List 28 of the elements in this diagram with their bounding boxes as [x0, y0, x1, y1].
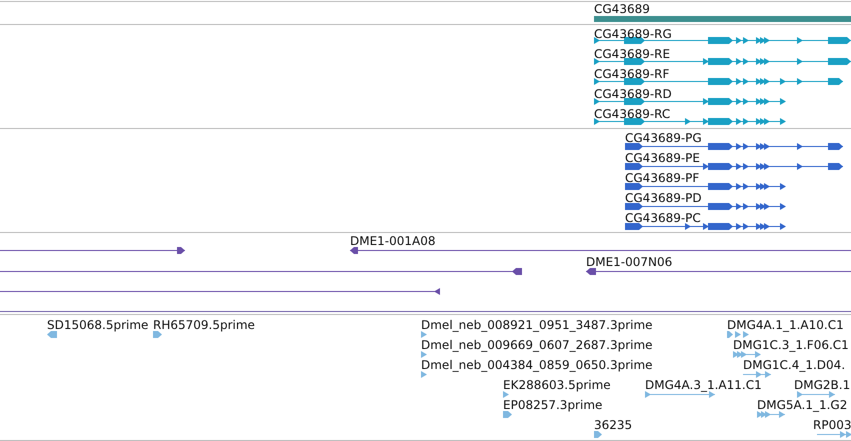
feature-label: Dmel_neb_009669_0607_2687.3prime — [421, 338, 653, 352]
feature-label: DMG2B.1 — [794, 378, 850, 392]
feature-label: CG43689-PG — [625, 131, 702, 145]
feature-label: DMG4A.1_1.A10.C1 — [727, 318, 844, 332]
feature-label: DME1-007N06 — [586, 255, 672, 269]
feature-label: DMG5A.1_1.G2 — [757, 398, 848, 412]
feature-label: Dmel_neb_004384_0859_0650.3prime — [421, 358, 653, 372]
feature-label: DME1-001A08 — [350, 234, 436, 248]
feature-label: CG43689-RC — [594, 107, 670, 121]
feature-label: CG43689-PE — [625, 151, 700, 165]
feature-label: RP003 — [813, 418, 851, 432]
feature-label: CG43689-RF — [594, 67, 670, 81]
feature-label: CG43689-RG — [594, 27, 672, 41]
feature-label: SD15068.5prime — [47, 318, 148, 332]
feature-label: CG43689 — [594, 2, 650, 16]
feature-label: CG43689-RE — [594, 47, 670, 61]
feature-label: Dmel_neb_008921_0951_3487.3prime — [421, 318, 653, 332]
feature-label: CG43689-PF — [625, 171, 700, 185]
feature-label: DMG1C.4_1.D04. — [743, 358, 846, 372]
feature-label: CG43689-PD — [625, 191, 702, 205]
feature-label: 36235 — [594, 418, 632, 432]
feature-label: EP08257.3prime — [503, 398, 602, 412]
feature-label: DMG1C.3_1.F06.C1 — [733, 338, 849, 352]
feature-label: DMG4A.3_1.A11.C1 — [645, 378, 762, 392]
feature-label: CG43689-PC — [625, 211, 701, 225]
feature-label: CG43689-RD — [594, 87, 672, 101]
feature-label: RH65709.5prime — [153, 318, 255, 332]
feature-label: EK288603.5prime — [503, 378, 611, 392]
